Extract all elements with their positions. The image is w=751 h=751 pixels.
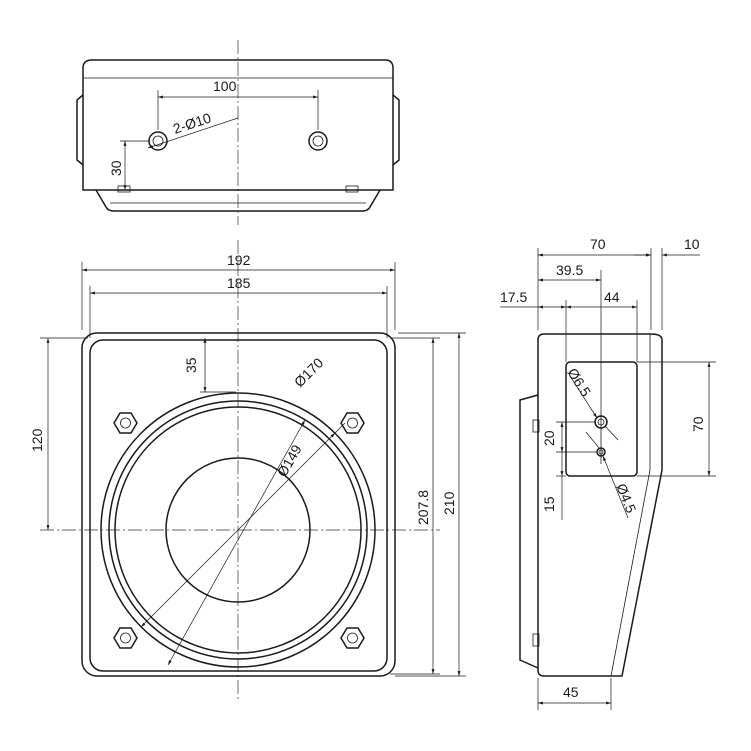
leader-hole-small [602, 455, 629, 519]
side-view-flange [519, 394, 539, 669]
dim-bore-inner: Ø149 [274, 442, 305, 480]
top-hole-left [148, 131, 168, 151]
bolt-bottom-right [340, 627, 365, 649]
front-view: 192 185 35 120 Ø170 Ø149 207.8 210 [29, 240, 466, 700]
dim-holes-label: 2-Ø10 [171, 110, 213, 137]
dim-overall-width: 192 [227, 252, 251, 268]
dim-window-height: 70 [690, 416, 706, 432]
dim-inner-height: 207.8 [415, 490, 431, 525]
dim-depth-top: 70 [590, 236, 606, 252]
dim-line-bore-inner [167, 419, 306, 666]
top-view-body [82, 59, 394, 191]
dim-window-offset: 39.5 [556, 262, 583, 278]
bolt-top-left [113, 412, 138, 434]
dim-base-depth: 45 [563, 684, 579, 700]
dim-rear-lip: 10 [684, 236, 700, 252]
dim-hole-small: Ø4.5 [613, 481, 639, 515]
bore-outer [100, 392, 376, 668]
dim-hole-spacing-side: 20 [541, 430, 557, 446]
top-hole-right [308, 131, 328, 151]
dim-window-width: 44 [604, 289, 620, 305]
front-outer-frame [81, 332, 396, 677]
dim-hole-large: Ø6.5 [564, 365, 594, 399]
bolt-bottom-left [113, 627, 138, 649]
dim-top-offset: 35 [183, 357, 199, 373]
dim-front-offset: 17.5 [500, 289, 527, 305]
leader-holes [147, 117, 239, 149]
dim-center-height: 120 [29, 428, 45, 452]
dim-hole-spacing: 100 [213, 78, 237, 94]
top-view: 100 2-Ø10 30 [76, 40, 400, 225]
bolt-top-right [340, 412, 365, 434]
side-view: 70 10 39.5 17.5 44 70 Ø6.5 20 [500, 236, 716, 710]
front-inner-frame [89, 339, 388, 672]
dim-overall-height: 210 [441, 491, 457, 515]
dim-bore-outer: Ø170 [291, 354, 327, 390]
side-window [565, 361, 638, 477]
leader-hole-large [569, 375, 598, 419]
top-view-base [95, 189, 381, 212]
side-view-body [537, 333, 663, 677]
dim-hole-bottom: 15 [541, 496, 557, 512]
dim-inner-width: 185 [227, 275, 251, 291]
dim-hole-height: 30 [108, 160, 124, 176]
